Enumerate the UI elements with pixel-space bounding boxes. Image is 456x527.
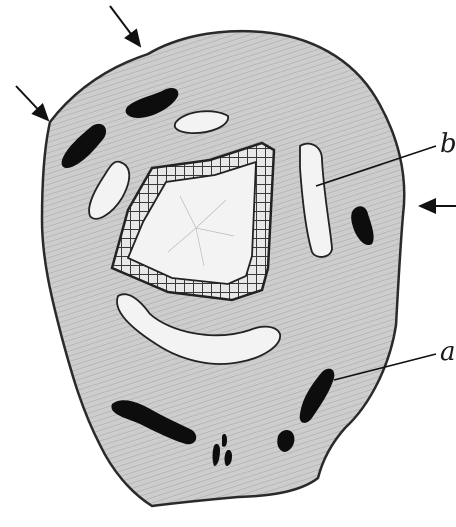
label-b: b — [440, 129, 456, 159]
arrow-top — [110, 6, 140, 46]
spot-small-3 — [222, 434, 227, 447]
arrow-upper-left — [16, 86, 48, 120]
label-a: a — [440, 337, 456, 367]
